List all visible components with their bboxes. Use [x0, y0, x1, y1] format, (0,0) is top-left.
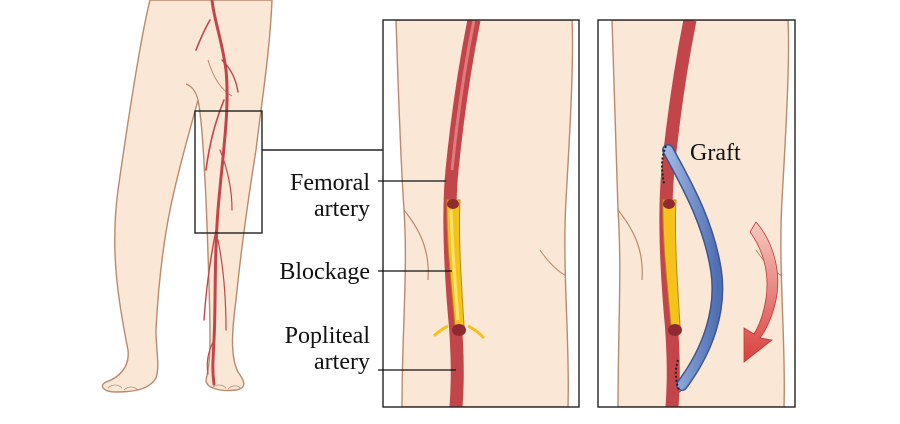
femoral-line-2: artery [314, 196, 370, 222]
graft-text: Graft [690, 140, 741, 166]
femoral-line-1: Femoral [290, 170, 370, 196]
popliteal-line-2: artery [314, 349, 370, 375]
graft-label: Graft [690, 140, 741, 166]
femoral-artery-label: Femoral artery [250, 170, 370, 222]
graft-panel [597, 19, 796, 408]
legs-skin [101, 0, 273, 393]
popliteal-artery-label: Popliteal artery [250, 323, 370, 375]
leg-arteries [195, 0, 239, 386]
blockage-text: Blockage [279, 259, 370, 285]
blockage-label: Blockage [250, 259, 370, 285]
zoom-box [194, 110, 263, 234]
flow-arrow [743, 221, 779, 363]
popliteal-line-1: Popliteal [284, 323, 370, 349]
blockage-panel [382, 19, 580, 408]
full-leg-figure [101, 0, 383, 393]
